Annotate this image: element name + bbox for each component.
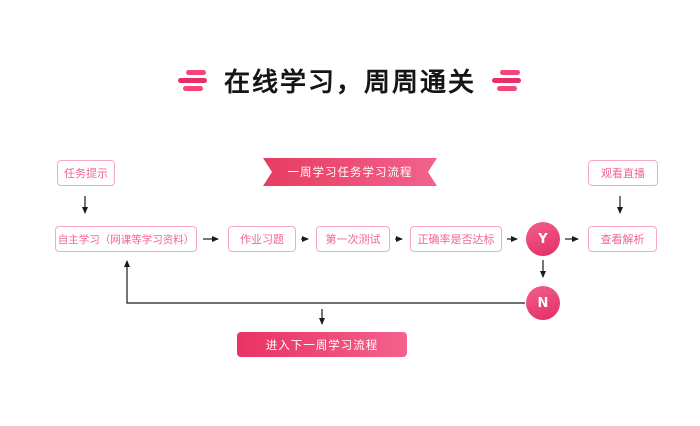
node-self-study: 自主学习（网课等学习资料） <box>55 226 197 252</box>
next-week-banner: 进入下一周学习流程 <box>237 332 407 357</box>
triple-bars-icon-right <box>492 70 522 91</box>
page-title: 在线学习，周周通关 <box>223 68 476 98</box>
ribbon-banner: 一周学习任务学习流程 <box>263 158 437 186</box>
node-watch-live: 观看直播 <box>588 160 658 186</box>
node-homework: 作业习题 <box>228 226 296 252</box>
triple-bars-icon-left <box>177 70 208 91</box>
node-accuracy-check: 正确率是否达标 <box>410 226 502 252</box>
title-row: 在线学习，周周通关 <box>0 62 700 99</box>
node-first-test: 第一次测试 <box>316 226 390 252</box>
decision-no-circle: N <box>526 286 560 320</box>
node-task-tip: 任务提示 <box>57 160 115 186</box>
decision-yes-circle: Y <box>526 222 560 256</box>
node-view-analysis: 查看解析 <box>588 226 657 252</box>
arrow-no-loopback <box>124 260 525 304</box>
